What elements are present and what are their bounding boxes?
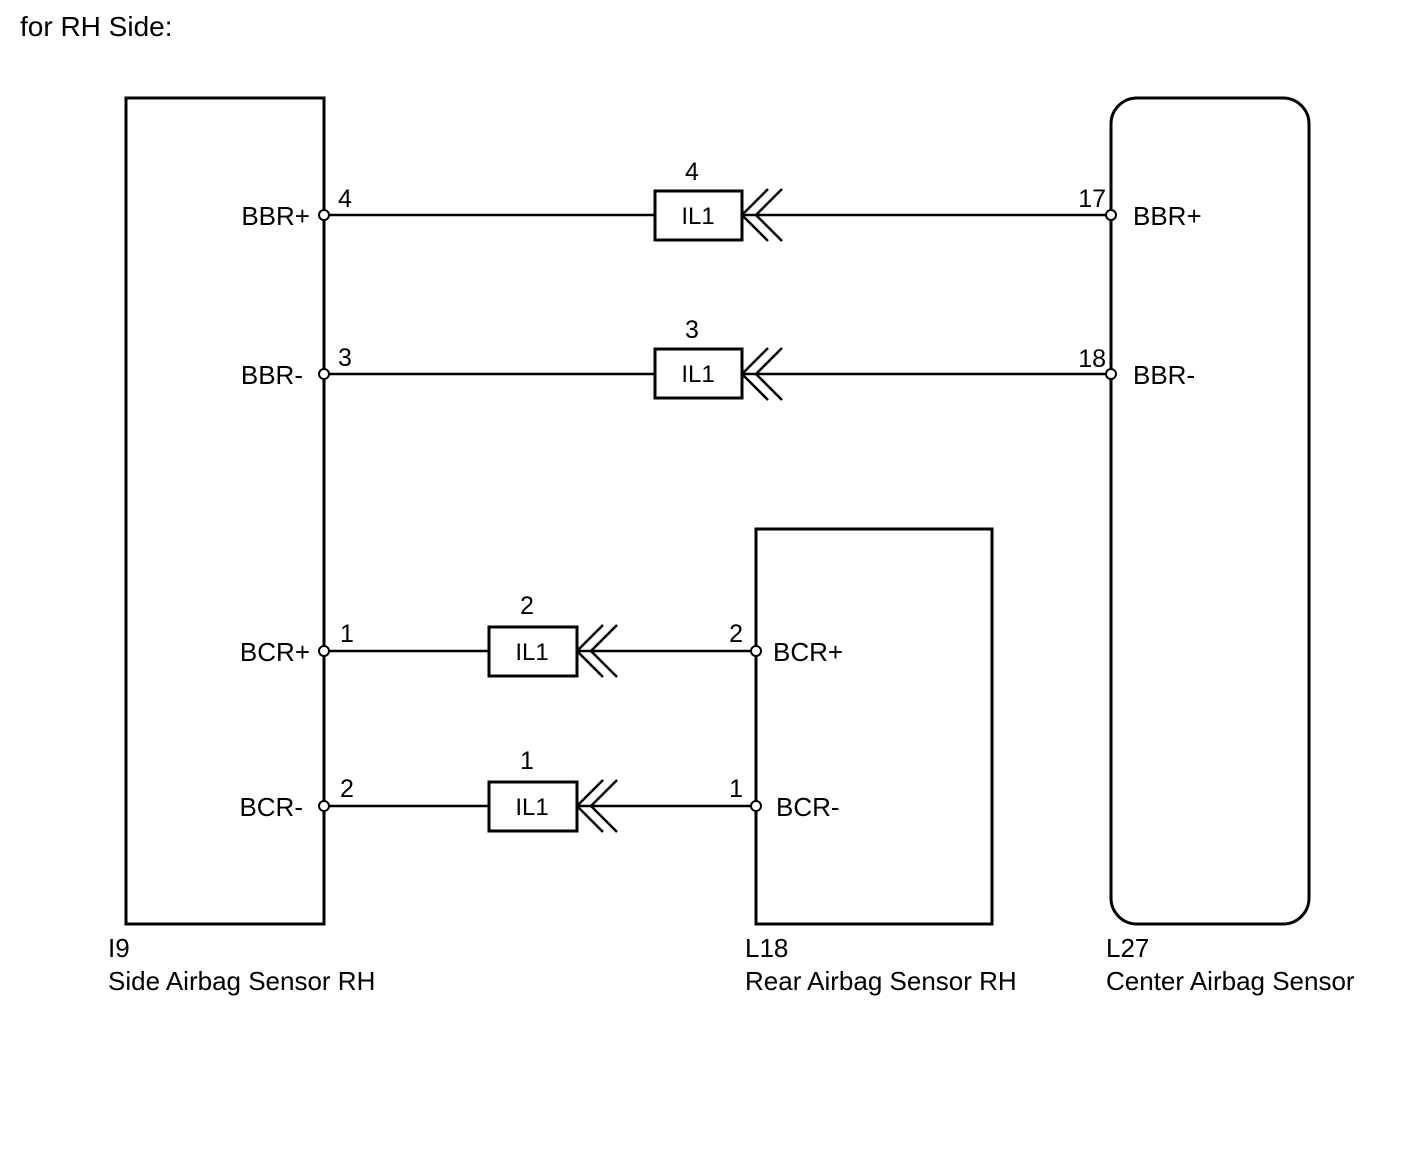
connector-label: IL1 — [681, 361, 714, 388]
connector-chevron — [740, 188, 769, 242]
connector-pin-number: 4 — [685, 158, 699, 186]
circuit-bbr-plus: IL1 4 BBR+ 4 17 BBR+ — [241, 158, 1202, 242]
terminal — [750, 800, 762, 812]
circuit-bcr-plus: IL1 2 BCR+ 1 2 BCR+ — [240, 592, 843, 678]
side-pin-number: 2 — [340, 775, 354, 803]
center-sensor-name: Center Airbag Sensor — [1106, 966, 1355, 996]
connector-pin-number: 2 — [520, 592, 534, 620]
diagram-heading: for RH Side: — [20, 11, 173, 42]
terminal — [1105, 368, 1117, 380]
circuit-bbr-minus: IL1 3 BBR- 3 18 BBR- — [241, 316, 1195, 401]
connector-label: IL1 — [681, 203, 714, 230]
rear-airbag-sensor-box — [754, 527, 994, 926]
side-pin-number: 1 — [340, 620, 354, 648]
rear-sensor-code: L18 — [745, 933, 788, 963]
terminal — [318, 209, 330, 221]
terminal — [318, 368, 330, 380]
connector-chevron — [589, 624, 618, 678]
terminal — [318, 800, 330, 812]
terminal — [750, 645, 762, 657]
side-signal-label: BCR- — [239, 792, 303, 822]
side-signal-label: BBR+ — [241, 201, 310, 231]
connector-chevron — [740, 347, 769, 401]
terminal — [1105, 209, 1117, 221]
circuit-bcr-minus: IL1 1 BCR- 2 1 BCR- — [239, 747, 840, 833]
side-sensor-code: I9 — [108, 933, 130, 963]
connector-pin-number: 1 — [520, 747, 534, 775]
connector-pin-number: 3 — [685, 316, 699, 344]
connector-chevron — [589, 779, 618, 833]
connector-label: IL1 — [515, 639, 548, 666]
side-signal-label: BCR+ — [240, 637, 310, 667]
connector-chevron — [754, 188, 783, 242]
far-signal-label: BBR+ — [1133, 201, 1202, 231]
far-pin-number: 17 — [1078, 185, 1106, 213]
center-sensor-code: L27 — [1106, 933, 1149, 963]
side-airbag-sensor-box — [124, 96, 326, 926]
terminal — [318, 645, 330, 657]
far-signal-label: BBR- — [1133, 360, 1195, 390]
connector-chevron — [754, 347, 783, 401]
connector-chevron — [575, 779, 604, 833]
connector-label: IL1 — [515, 794, 548, 821]
far-pin-number: 18 — [1078, 345, 1106, 373]
side-sensor-name: Side Airbag Sensor RH — [108, 966, 375, 996]
far-pin-number: 1 — [729, 775, 743, 803]
center-airbag-sensor-box — [1109, 96, 1311, 926]
side-signal-label: BBR- — [241, 360, 303, 390]
rear-sensor-name: Rear Airbag Sensor RH — [745, 966, 1017, 996]
connector-chevron — [575, 624, 604, 678]
side-pin-number: 4 — [338, 185, 352, 213]
side-pin-number: 3 — [338, 344, 352, 372]
far-signal-label: BCR- — [776, 792, 840, 822]
far-signal-label: BCR+ — [773, 637, 843, 667]
far-pin-number: 2 — [729, 620, 743, 648]
